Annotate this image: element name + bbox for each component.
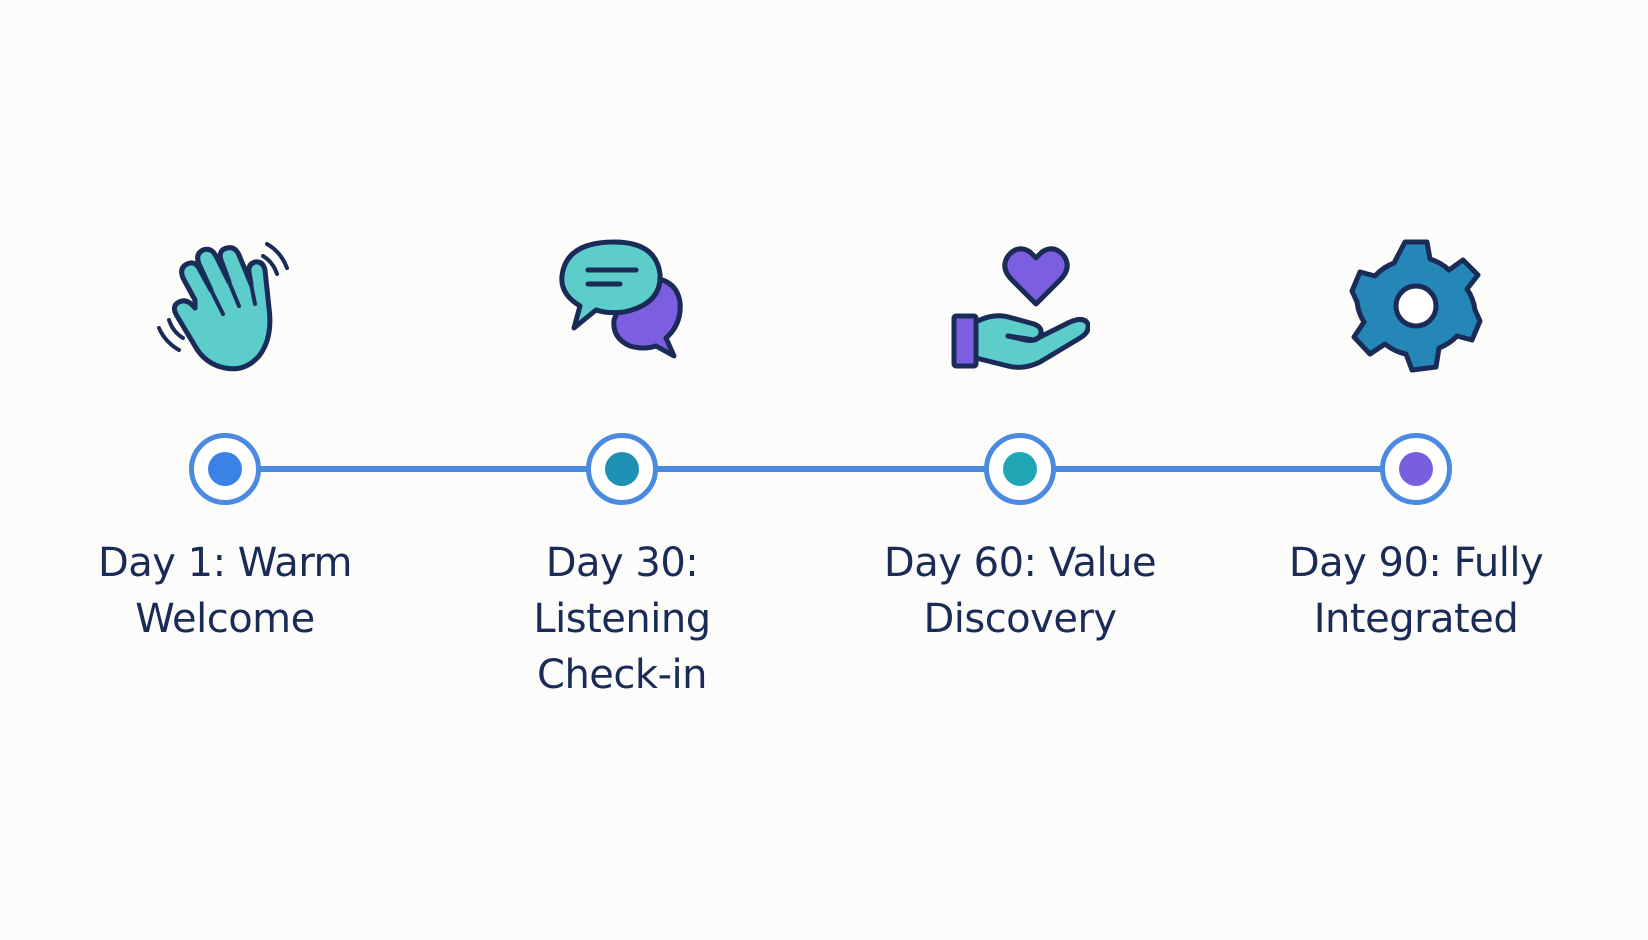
chat-bubbles-icon	[552, 238, 692, 388]
timeline-node	[1380, 433, 1452, 505]
stage-label-line: Day 90: Fully	[1288, 540, 1544, 586]
node-dot	[1399, 452, 1433, 486]
stage-label: Day 60: Value Discovery	[850, 535, 1190, 647]
stage-label-line: Day 60: Value	[883, 540, 1157, 586]
stage-day-90: Day 90: Fully Integrated	[1246, 0, 1586, 940]
stage-day-30: Day 30: Listening Check-in	[452, 0, 792, 940]
stage-day-1: Day 1: Warm Welcome	[55, 0, 395, 940]
stage-label-line: Check-in	[537, 652, 707, 698]
stage-day-60: Day 60: Value Discovery	[850, 0, 1190, 940]
stage-label-line: Day 1: Warm	[97, 540, 353, 586]
stage-label: Day 90: Fully Integrated	[1246, 535, 1586, 647]
stage-label-line: Discovery	[923, 596, 1117, 642]
node-dot	[605, 452, 639, 486]
stage-label: Day 1: Warm Welcome	[55, 535, 395, 647]
timeline-node	[984, 433, 1056, 505]
gear-icon	[1346, 238, 1486, 388]
node-dot	[208, 452, 242, 486]
timeline-node	[586, 433, 658, 505]
stage-label-line: Listening	[533, 596, 711, 642]
stage-label-line: Integrated	[1313, 596, 1519, 642]
timeline-node	[189, 433, 261, 505]
stage-label: Day 30: Listening Check-in	[452, 535, 792, 703]
stage-label-line: Day 30:	[545, 540, 699, 586]
waving-hand-icon	[155, 238, 295, 388]
node-dot	[1003, 452, 1037, 486]
timeline-track	[224, 466, 1416, 472]
heart-in-hand-icon	[950, 238, 1090, 388]
stage-label-line: Welcome	[135, 596, 315, 642]
